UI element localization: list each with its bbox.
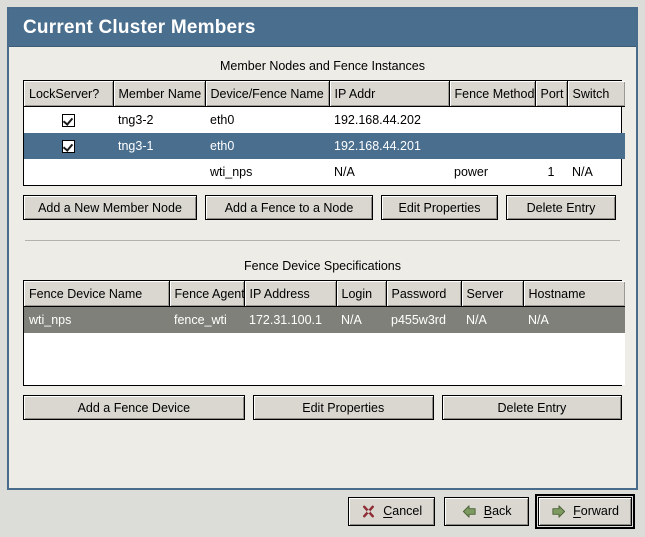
forward-button-label: Forward	[573, 504, 619, 518]
table-empty-area[interactable]	[24, 333, 625, 359]
device-fence-name-cell: wti_nps	[205, 159, 329, 185]
ip-address-cell: 172.31.100.1	[244, 307, 336, 334]
delete-entry-button-member[interactable]: Delete Entry	[506, 195, 616, 220]
edit-properties-button-fence[interactable]: Edit Properties	[253, 395, 434, 420]
fence-devices-table[interactable]: Fence Device Name Fence Agent IP Address…	[23, 280, 622, 386]
column-header-server[interactable]: Server	[461, 281, 523, 307]
edit-properties-button-member[interactable]: Edit Properties	[381, 195, 498, 220]
table-row[interactable]: tng3-1 eth0 192.168.44.201	[24, 133, 625, 159]
server-cell: N/A	[461, 307, 523, 334]
hostname-cell: N/A	[523, 307, 625, 334]
arrow-left-icon	[462, 504, 477, 519]
member-nodes-table[interactable]: LockServer? Member Name Device/Fence Nam…	[23, 80, 622, 186]
fence-device-name-cell: wti_nps	[24, 307, 169, 334]
column-header-switch[interactable]: Switch	[567, 81, 625, 107]
fence-agent-cell: fence_wti	[169, 307, 244, 334]
table-row[interactable]: wti_nps fence_wti 172.31.100.1 N/A p455w…	[24, 307, 625, 334]
add-new-member-node-button[interactable]: Add a New Member Node	[23, 195, 197, 220]
member-actions-toolbar: Add a New Member Node Add a Fence to a N…	[23, 186, 622, 220]
fence-method-cell: power	[449, 159, 535, 185]
page-title: Current Cluster Members	[23, 17, 256, 39]
back-button[interactable]: Back	[444, 497, 529, 526]
dialog-content: Member Nodes and Fence Instances LockSer…	[9, 47, 636, 488]
column-header-login[interactable]: Login	[336, 281, 386, 307]
delete-entry-button-fence[interactable]: Delete Entry	[442, 395, 622, 420]
title-bar: Current Cluster Members	[9, 9, 636, 47]
switch-cell	[567, 107, 625, 134]
lockserver-cell[interactable]	[24, 107, 113, 134]
column-header-hostname[interactable]: Hostname	[523, 281, 625, 307]
ip-addr-cell: 192.168.44.202	[329, 107, 449, 134]
column-header-device-fence-name[interactable]: Device/Fence Name	[205, 81, 329, 107]
column-header-fence-method[interactable]: Fence Method	[449, 81, 535, 107]
port-cell: 1	[535, 159, 567, 185]
column-header-fence-agent[interactable]: Fence Agent	[169, 281, 244, 307]
lockserver-cell[interactable]	[24, 133, 113, 159]
ip-addr-cell: 192.168.44.201	[329, 133, 449, 159]
ip-addr-cell: N/A	[329, 159, 449, 185]
column-header-member-name[interactable]: Member Name	[113, 81, 205, 107]
member-section-caption: Member Nodes and Fence Instances	[23, 47, 622, 80]
table-row[interactable]: tng3-2 eth0 192.168.44.202	[24, 107, 625, 134]
column-header-fence-device-name[interactable]: Fence Device Name	[24, 281, 169, 307]
lockserver-checkbox[interactable]	[62, 140, 75, 153]
port-cell	[535, 133, 567, 159]
column-header-password[interactable]: Password	[386, 281, 461, 307]
fence-section-caption: Fence Device Specifications	[23, 241, 622, 280]
login-cell: N/A	[336, 307, 386, 334]
device-fence-name-cell: eth0	[205, 107, 329, 134]
device-fence-name-cell: eth0	[205, 133, 329, 159]
column-header-lockserver[interactable]: LockServer?	[24, 81, 113, 107]
cancel-button-label: Cancel	[383, 504, 422, 518]
arrow-right-icon	[551, 504, 566, 519]
table-header-row: LockServer? Member Name Device/Fence Nam…	[24, 81, 625, 107]
cancel-button[interactable]: Cancel	[348, 497, 435, 526]
navigation-bar: Cancel Back Forward	[7, 492, 638, 530]
port-cell	[535, 107, 567, 134]
fence-method-cell	[449, 107, 535, 134]
lockserver-checkbox[interactable]	[62, 114, 75, 127]
column-header-port[interactable]: Port	[535, 81, 567, 107]
back-button-label: Back	[484, 504, 512, 518]
password-cell: p455w3rd	[386, 307, 461, 334]
column-header-ip-address[interactable]: IP Address	[244, 281, 336, 307]
switch-cell	[567, 133, 625, 159]
member-name-cell	[113, 159, 205, 185]
add-fence-to-node-button[interactable]: Add a Fence to a Node	[205, 195, 373, 220]
cancel-x-icon	[361, 504, 376, 519]
table-header-row: Fence Device Name Fence Agent IP Address…	[24, 281, 625, 307]
member-name-cell: tng3-2	[113, 107, 205, 134]
column-header-ip-addr[interactable]: IP Addr	[329, 81, 449, 107]
forward-button[interactable]: Forward	[538, 497, 632, 526]
member-name-cell: tng3-1	[113, 133, 205, 159]
add-fence-device-button[interactable]: Add a Fence Device	[23, 395, 245, 420]
table-empty-area[interactable]	[24, 359, 625, 385]
dialog-window: Current Cluster Members Member Nodes and…	[7, 7, 638, 490]
lockserver-cell	[24, 159, 113, 185]
table-row[interactable]: wti_nps N/A power 1 N/A	[24, 159, 625, 185]
switch-cell: N/A	[567, 159, 625, 185]
fence-method-cell	[449, 133, 535, 159]
fence-actions-toolbar: Add a Fence Device Edit Properties Delet…	[23, 386, 622, 420]
